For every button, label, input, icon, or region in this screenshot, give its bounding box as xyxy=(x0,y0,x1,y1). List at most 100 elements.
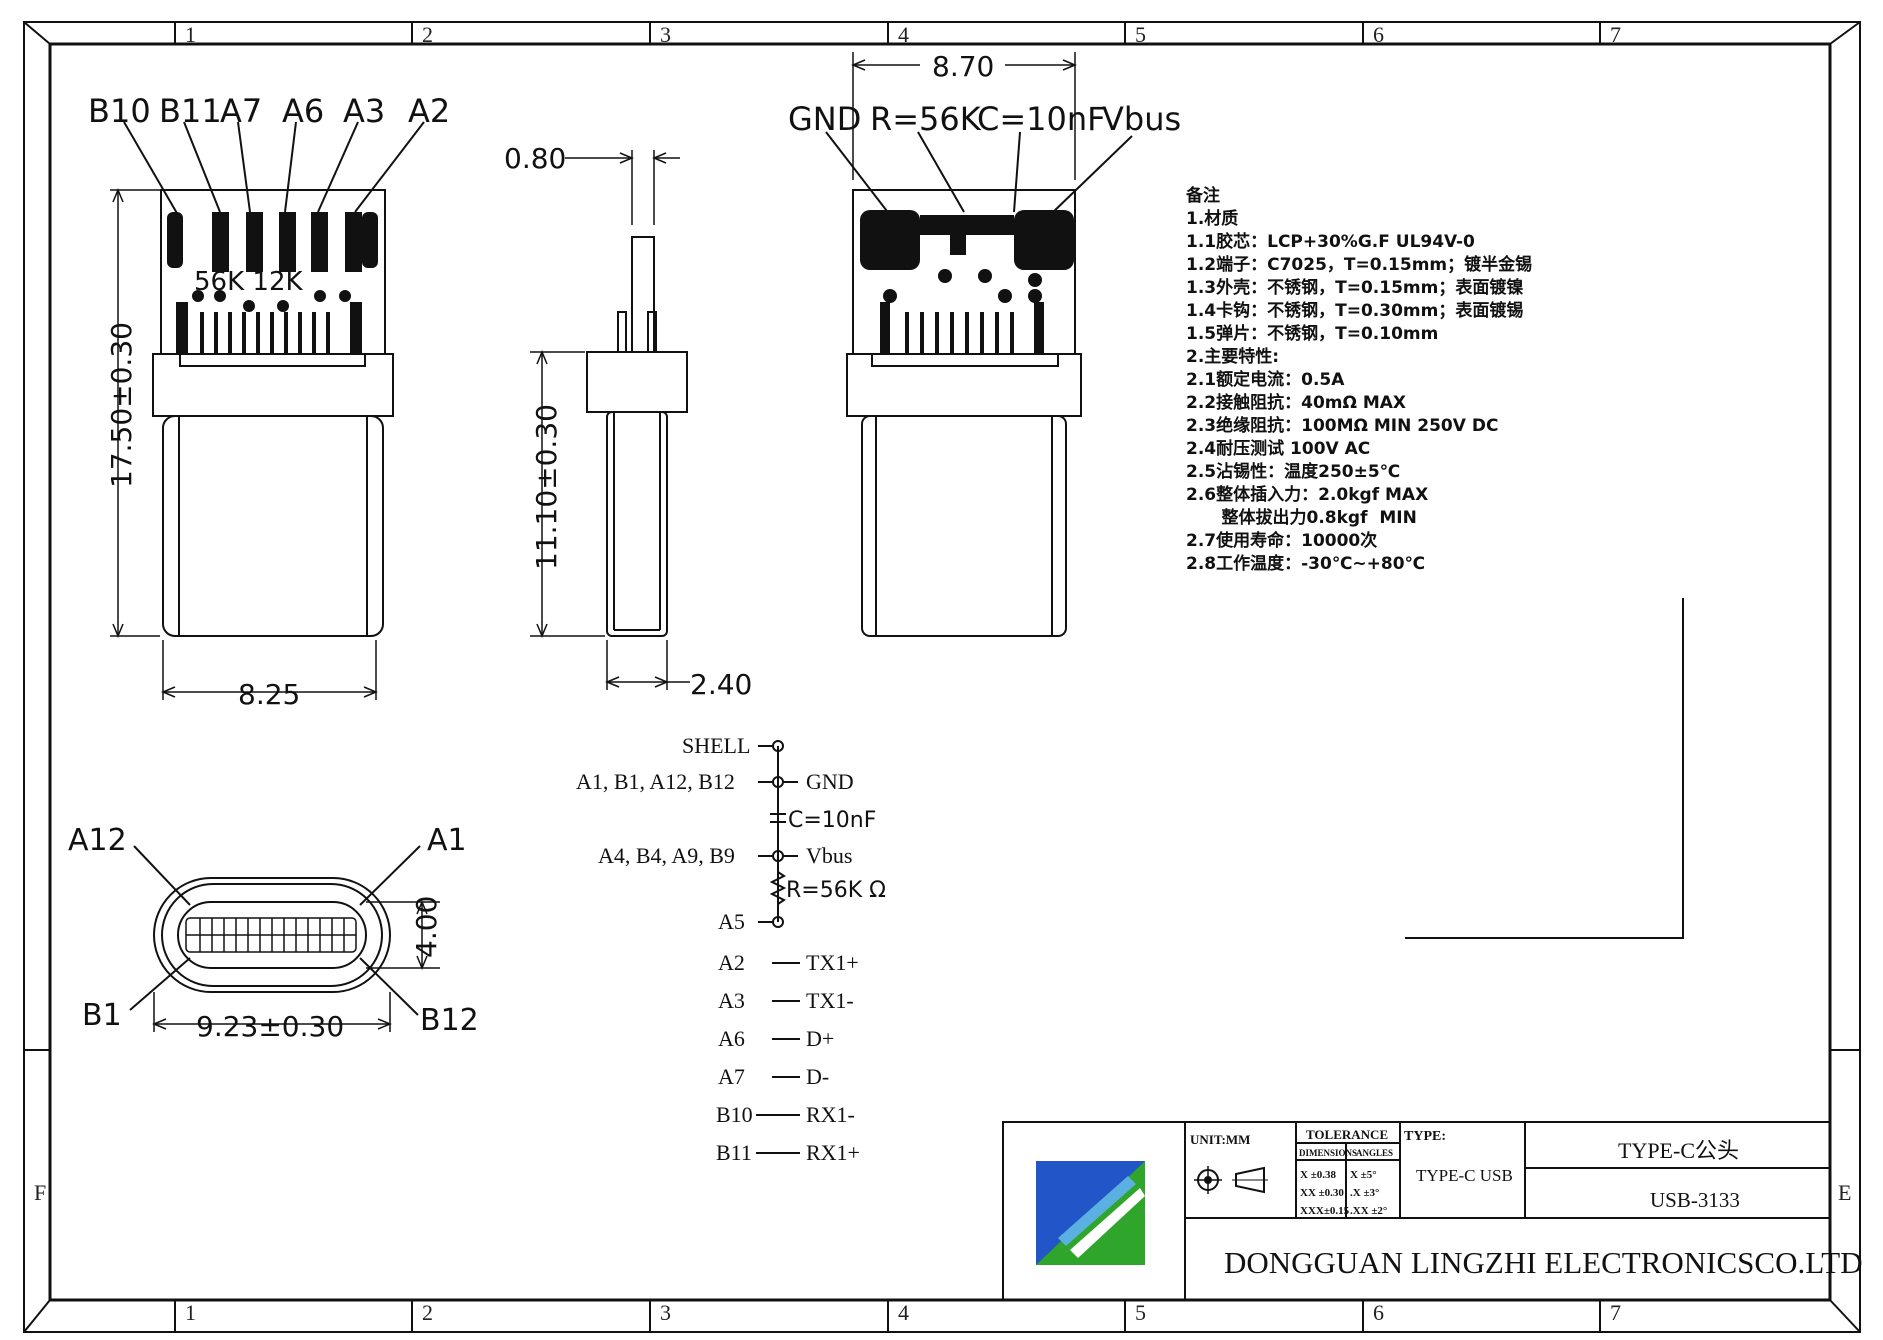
zone-row-right: E xyxy=(1838,1180,1851,1205)
zone-col-bottom-2: 2 xyxy=(422,1300,433,1325)
tb-tolerance: TOLERANCE xyxy=(1306,1127,1388,1142)
zone-col-top-5: 5 xyxy=(1135,22,1146,47)
tb-part-number: USB-3133 xyxy=(1650,1188,1740,1212)
pin-label-b10: B10 xyxy=(88,92,151,130)
tb-unit: UNIT:MM xyxy=(1190,1132,1250,1147)
note-line-16: 2.8工作温度：-30℃~+80℃ xyxy=(1186,553,1425,574)
schem-sig-rx1n: RX1- xyxy=(806,1102,855,1127)
zone-col-bottom-4: 4 xyxy=(898,1300,909,1325)
note-line-1: 1.材质 xyxy=(1186,208,1238,229)
schem-resistor: R=56K Ω xyxy=(786,878,886,903)
tb-product-name: TYPE-C公头 xyxy=(1618,1138,1739,1163)
top-dim-height: 17.50±0.30 xyxy=(105,322,138,488)
bottom-view: 8.70 GND R=56K C=10nF Vbus xyxy=(788,50,1181,637)
note-line-7: 2.主要特性: xyxy=(1186,346,1279,367)
projection-symbol xyxy=(1194,1166,1268,1194)
front-dim-width: 9.23±0.30 xyxy=(196,1010,344,1043)
note-line-0: 备注 xyxy=(1185,185,1220,206)
note-line-8: 2.1额定电流：0.5A xyxy=(1186,369,1345,390)
schem-a5: A5 xyxy=(718,909,745,934)
zone-col-bottom-3: 3 xyxy=(660,1300,671,1325)
zone-ticks xyxy=(24,22,1860,1332)
contact-grid xyxy=(185,917,357,953)
inner-frame xyxy=(48,42,1832,1302)
label-resistor: R=56K xyxy=(870,100,982,138)
schem-sig-rx1p: RX1+ xyxy=(806,1140,860,1165)
zone-col-top-7: 7 xyxy=(1610,22,1621,47)
front-label-a12: A12 xyxy=(68,823,127,858)
schem-gnd: GND xyxy=(806,769,854,794)
schem-pin-a7: A7 xyxy=(718,1064,745,1089)
schem-vbus: Vbus xyxy=(806,843,852,868)
pin-label-b11: B11 xyxy=(159,92,222,130)
note-line-14: 整体拔出力0.8kgf MIN xyxy=(1186,507,1417,528)
schem-sig-tx1p: TX1+ xyxy=(806,950,859,975)
schem-pin-b10: B10 xyxy=(716,1102,753,1127)
zone-col-top-1: 1 xyxy=(185,22,196,47)
front-label-a1: A1 xyxy=(427,823,467,858)
side-dim-height: 11.10±0.30 xyxy=(530,404,563,570)
tb-ang-tol-0: X ±5° xyxy=(1350,1169,1377,1181)
note-line-11: 2.4耐压测试 100V AC xyxy=(1186,438,1370,459)
company-logo xyxy=(1036,1161,1145,1265)
zone-col-top-2: 2 xyxy=(422,22,433,47)
pin-label-a3: A3 xyxy=(343,92,385,130)
label-gnd: GND xyxy=(788,100,861,138)
pcb-pads xyxy=(167,212,378,354)
front-label-b12: B12 xyxy=(420,1003,479,1038)
schem-vbus-pins: A4, B4, A9, B9 xyxy=(598,843,735,868)
top-view: B10 B11 A7 A6 A3 A2 xyxy=(88,92,450,711)
schem-sig-dp: D+ xyxy=(806,1026,834,1051)
front-view: A12 A1 B1 B12 xyxy=(68,823,479,1043)
notes-bracket xyxy=(1405,598,1684,939)
side-view: 0.80 11.10±0.30 2.40 xyxy=(504,142,752,701)
bottom-pcb-pads xyxy=(860,210,1074,354)
note-line-13: 2.6整体插入力：2.0kgf MAX xyxy=(1186,484,1428,505)
tb-type-value: TYPE-C USB xyxy=(1416,1166,1513,1185)
zone-col-top-6: 6 xyxy=(1373,22,1384,47)
zone-col-top-3: 3 xyxy=(660,22,671,47)
tb-type-label: TYPE: xyxy=(1404,1129,1446,1144)
title-block: UNIT:MM TOLERANCE DIMENSIONS ANGLES X ±0… xyxy=(1002,1121,1863,1301)
label-vbus: Vbus xyxy=(1102,100,1181,138)
pin-label-a7: A7 xyxy=(220,92,262,130)
pcb-resistor-text: 56K 12K xyxy=(194,267,303,297)
tb-angles: ANGLES xyxy=(1356,1148,1393,1158)
zone-col-top-4: 4 xyxy=(898,22,909,47)
zone-col-bottom-1: 1 xyxy=(185,1300,196,1325)
side-dim-thickness: 0.80 xyxy=(504,142,566,175)
front-label-b1: B1 xyxy=(82,998,122,1033)
schem-shell: SHELL xyxy=(682,733,750,758)
tb-dim-tol-2: XXX±0.15 xyxy=(1300,1205,1350,1217)
schem-pin-b11: B11 xyxy=(716,1140,752,1165)
zone-col-bottom-6: 6 xyxy=(1373,1300,1384,1325)
spec-notes: 备注 1.材质 1.1胶芯：LCP+30%G.F UL94V-0 1.2端子：C… xyxy=(1185,185,1532,574)
note-line-3: 1.2端子：C7025，T=0.15mm；镀半金锡 xyxy=(1186,254,1532,275)
pin-label-a2: A2 xyxy=(408,92,450,130)
note-line-2: 1.1胶芯：LCP+30%G.F UL94V-0 xyxy=(1186,231,1475,252)
front-dim-height: 4.00 xyxy=(410,896,443,958)
zone-row-left: F xyxy=(34,1180,46,1205)
pin-label-a6: A6 xyxy=(282,92,324,130)
tb-ang-tol-2: .XX ±2° xyxy=(1350,1205,1387,1217)
note-line-4: 1.3外壳：不锈钢，T=0.15mm；表面镀镍 xyxy=(1186,277,1523,298)
schematic: SHELL A1, B1, A12, B12 GND C=10nF A4, B4… xyxy=(576,733,886,1165)
note-line-5: 1.4卡钩：不锈钢，T=0.30mm；表面镀锡 xyxy=(1186,300,1523,321)
tb-dim-tol-1: XX ±0.30 xyxy=(1300,1187,1344,1199)
note-line-6: 1.5弹片：不锈钢，T=0.10mm xyxy=(1186,323,1438,344)
zone-col-bottom-7: 7 xyxy=(1610,1300,1621,1325)
note-line-10: 2.3绝缘阻抗：100MΩ MIN 250V DC xyxy=(1186,415,1498,436)
side-dim-width: 2.40 xyxy=(690,668,752,701)
outer-frame xyxy=(23,21,1861,1333)
schem-pin-a2: A2 xyxy=(718,950,745,975)
tb-dim-tol-0: X ±0.38 xyxy=(1300,1169,1336,1181)
tb-dimensions: DIMENSIONS xyxy=(1299,1148,1357,1158)
schem-pin-a3: A3 xyxy=(718,988,745,1013)
note-line-9: 2.2接触阻抗：40mΩ MAX xyxy=(1186,392,1406,413)
top-dim-width: 8.25 xyxy=(238,678,300,711)
tb-company: DONGGUAN LINGZHI ELECTRONICSCO.LTD xyxy=(1224,1245,1863,1280)
schem-gnd-pins: A1, B1, A12, B12 xyxy=(576,769,735,794)
zone-col-bottom-5: 5 xyxy=(1135,1300,1146,1325)
tb-ang-tol-1: .X ±3° xyxy=(1350,1187,1379,1199)
